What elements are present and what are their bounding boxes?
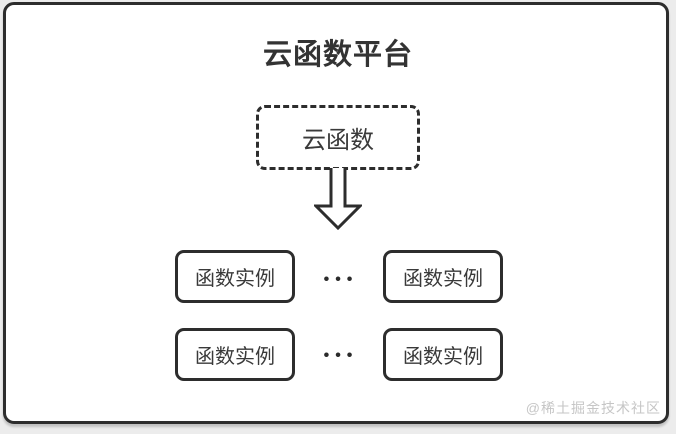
function-instance-box: 函数实例 (175, 250, 295, 303)
down-arrow-icon (314, 168, 362, 230)
cloud-function-label: 云函数 (302, 127, 374, 154)
ellipsis-dots-label: ••• (323, 346, 359, 364)
function-instance-label: 函数实例 (195, 346, 275, 368)
function-instance-label: 函数实例 (403, 346, 483, 368)
function-instance-label: 函数实例 (403, 268, 483, 290)
function-instance-box: 函数实例 (175, 328, 295, 381)
function-instance-box: 函数实例 (383, 250, 503, 303)
ellipsis-dots: ••• (307, 329, 369, 382)
diagram-title: 云函数平台 (262, 39, 413, 71)
cloud-function-box: 云函数 (256, 105, 420, 170)
ellipsis-dots-label: ••• (323, 270, 359, 288)
function-instance-label: 函数实例 (195, 268, 275, 290)
ellipsis-dots: ••• (307, 253, 369, 306)
function-instance-box: 函数实例 (383, 328, 503, 381)
watermark: @稀土掘金技术社区 (525, 400, 661, 416)
